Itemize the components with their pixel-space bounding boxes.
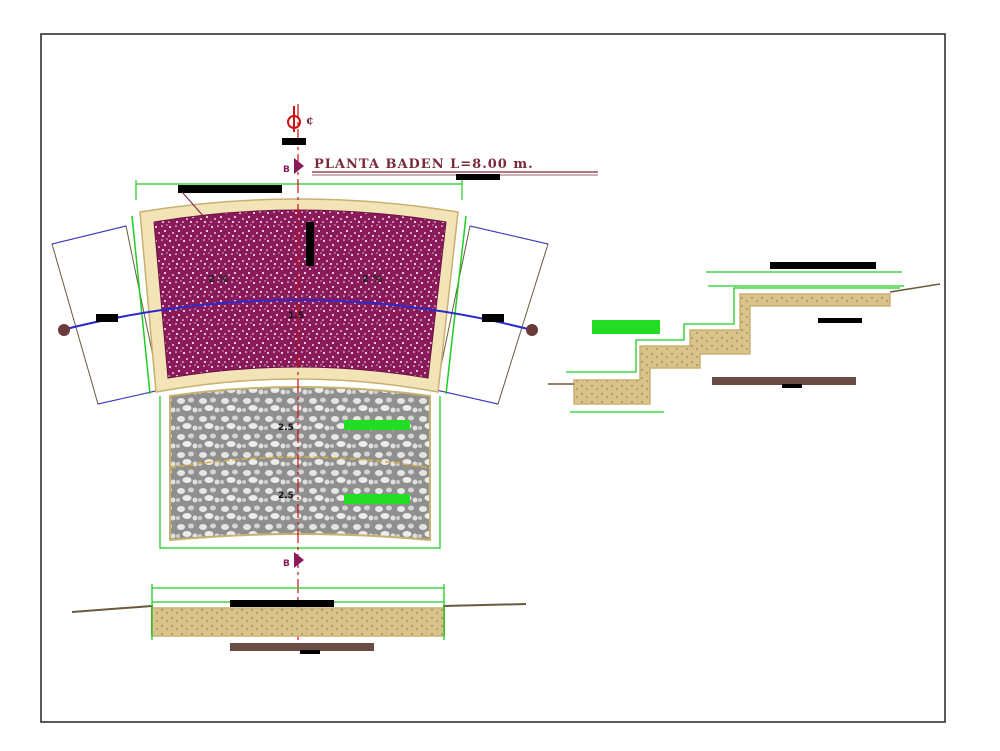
concrete-slab [153, 209, 447, 379]
stone-apron [169, 386, 431, 542]
apron-dim-outline [159, 396, 441, 549]
green-tag-upper [344, 420, 410, 430]
section-caption-scale [300, 650, 320, 654]
plan-dim-outline-left [131, 215, 151, 395]
stone-apron-divider [169, 456, 431, 469]
long-green-tag [592, 320, 660, 334]
long-caption-scale [782, 384, 802, 388]
axis-centerline-icon [282, 106, 306, 145]
sheet-border [40, 33, 946, 723]
dim-label-mid-a: 2.5 [278, 423, 294, 433]
level-marker-icon [58, 314, 538, 336]
axis-symbol: ¢ [306, 114, 315, 127]
longitudinal-section [548, 262, 941, 413]
long-caption-bar [712, 377, 856, 385]
leader-line [181, 191, 206, 219]
section-caption-bar [230, 643, 374, 651]
title-scale-bar [456, 174, 500, 180]
cross-section [71, 584, 527, 654]
section-body [151, 607, 445, 637]
section-label-bar [230, 600, 334, 607]
section-dim-lines [151, 584, 445, 640]
green-tag-lower [344, 494, 410, 504]
section-mark-top: B [283, 165, 290, 175]
stepped-profile-fill [573, 293, 891, 405]
stepped-ground [548, 283, 941, 385]
section-arrow-icon [294, 158, 304, 568]
section-mark-bottom: B [283, 559, 290, 569]
drawing-title: PLANTA BADEN L=8.00 m. [314, 157, 534, 172]
dim-label-upper: 1.5 [288, 311, 304, 321]
plan-label-bar [178, 185, 282, 193]
plan-dim-outline-right [445, 215, 467, 395]
long-label-bar [770, 262, 876, 269]
slope-label-right: 2 % [362, 274, 382, 285]
stepped-profile-dims [566, 271, 904, 413]
black-tag-center [306, 222, 314, 266]
plan-dim-top [135, 180, 463, 200]
dim-label-mid-b: 2.5 [278, 491, 294, 501]
long-small-bar [818, 318, 862, 323]
plan-view: 2 % 2 % 1.5 2.5 2.5 ¢ B B [51, 104, 549, 640]
slope-label-left: 2 % [208, 274, 228, 285]
